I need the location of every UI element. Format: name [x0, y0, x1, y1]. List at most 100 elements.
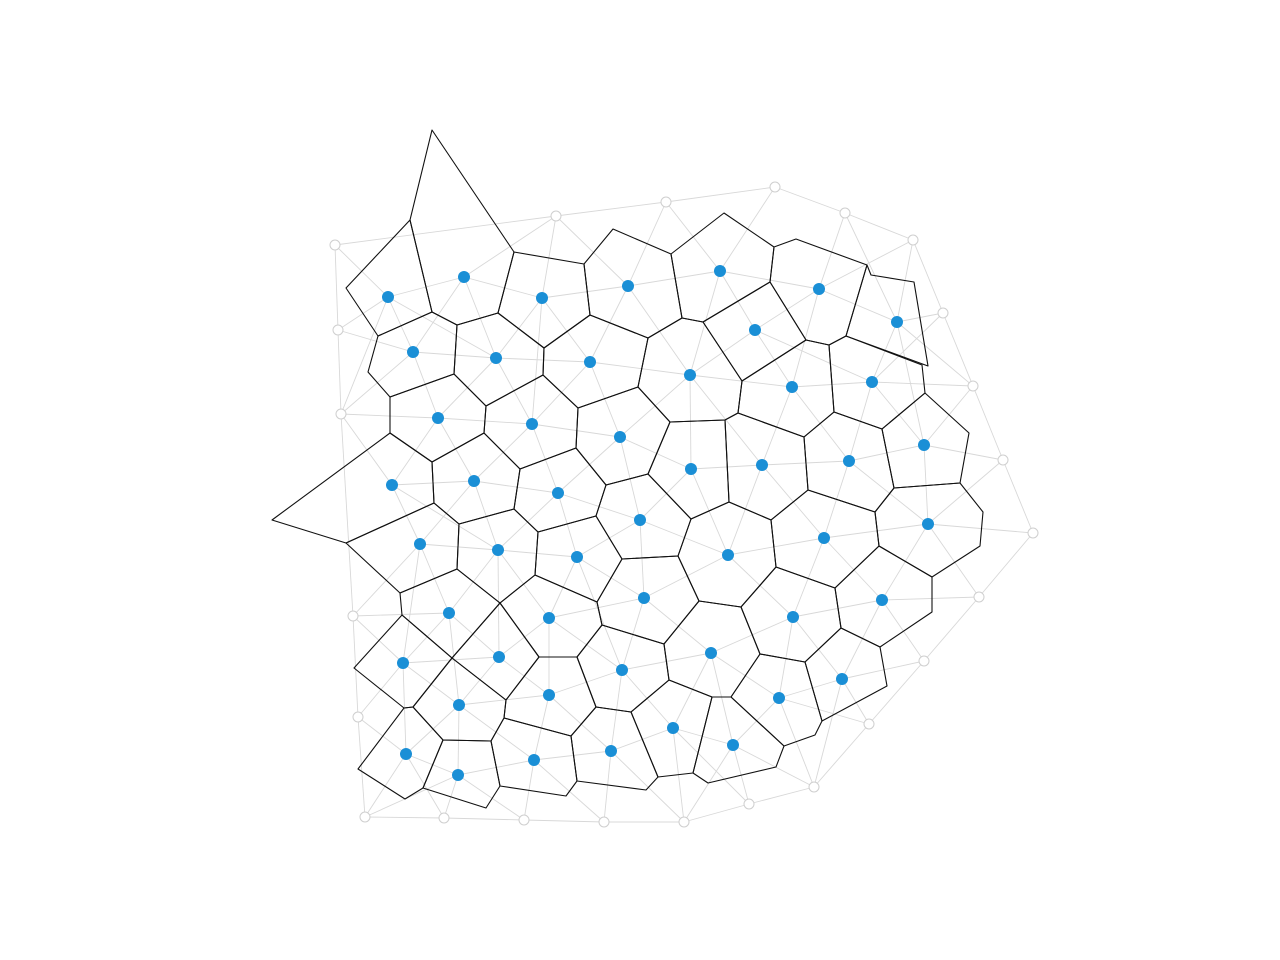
delaunay-edge — [334, 215, 557, 246]
delaunay-edge — [927, 523, 1034, 534]
delaunay-edge — [778, 697, 815, 788]
hull-vertex — [347, 610, 359, 622]
delaunay-edge — [923, 444, 1004, 461]
delaunay-edge — [923, 596, 980, 662]
delaunay-edge — [871, 381, 974, 387]
delaunay-edge — [391, 484, 499, 551]
delaunay-edge — [672, 727, 750, 805]
delaunay-edge — [927, 523, 980, 598]
hull-vertex — [997, 454, 1009, 466]
delaunay-edge — [896, 321, 925, 446]
site-point — [397, 657, 409, 669]
delaunay-edge — [871, 321, 898, 383]
hull-vertex — [335, 408, 347, 420]
site-point — [866, 376, 878, 388]
delaunay-edge — [732, 744, 750, 805]
delaunay-edge — [337, 329, 342, 415]
hull-vertex — [438, 812, 450, 824]
delaunay-edge — [672, 727, 734, 746]
site-point — [756, 459, 768, 471]
delaunay-edge — [437, 357, 497, 419]
delaunay-edge — [823, 537, 883, 601]
site-point — [891, 316, 903, 328]
delaunay-edge — [841, 599, 883, 680]
site-point — [400, 748, 412, 760]
delaunay-edge — [643, 597, 712, 654]
delaunay-edge — [412, 276, 465, 353]
delaunay-edge — [402, 543, 421, 664]
delaunay-edge — [683, 803, 750, 823]
delaunay-edge — [352, 612, 450, 617]
delaunay-edge — [871, 312, 944, 383]
site-point — [876, 594, 888, 606]
voronoi-cell — [271, 432, 435, 544]
delaunay-edge — [912, 239, 944, 314]
delaunay-edge — [778, 697, 870, 725]
hull-vertex — [660, 196, 672, 208]
delaunay-edge — [557, 436, 621, 494]
delaunay-edge — [665, 186, 776, 203]
site-point — [571, 551, 583, 563]
delaunay-edge — [792, 616, 843, 680]
delaunay-edge — [972, 385, 1004, 461]
delaunay-edge — [364, 774, 459, 818]
site-point — [543, 612, 555, 624]
hull-vertex — [678, 816, 690, 828]
voronoi-cells — [271, 129, 984, 809]
delaunay-edge — [334, 244, 339, 331]
site-point — [414, 538, 426, 550]
voronoi-cell — [345, 502, 460, 594]
site-point — [443, 607, 455, 619]
delaunay-edge — [792, 537, 825, 618]
site-point — [773, 692, 785, 704]
hull-vertex — [973, 591, 985, 603]
delaunay-edge — [541, 297, 591, 363]
delaunay-edge — [576, 556, 645, 599]
delaunay-edge — [690, 468, 729, 556]
site-point — [605, 745, 617, 757]
delaunay-edge — [610, 750, 685, 823]
delaunay-edge — [689, 329, 756, 376]
hull-vertex — [769, 181, 781, 193]
hull-vertex — [967, 380, 979, 392]
hull-vertex — [329, 239, 341, 251]
delaunay-edge — [497, 492, 559, 551]
delaunay-edge — [495, 297, 543, 359]
hull-vertex — [598, 816, 610, 828]
delaunay-edge — [792, 599, 883, 618]
delaunay-edge — [774, 186, 846, 214]
site-point — [453, 699, 465, 711]
delaunay-edge — [548, 617, 623, 671]
voronoi-cell — [409, 129, 515, 326]
voronoi-cell — [804, 627, 888, 722]
site-point — [468, 475, 480, 487]
site-point — [552, 487, 564, 499]
site-point — [492, 544, 504, 556]
delaunay-edge — [732, 744, 815, 788]
delaunay-edge — [841, 678, 870, 725]
site-point — [918, 439, 930, 451]
delaunay-edge — [533, 694, 550, 761]
site-point — [714, 265, 726, 277]
voronoi-cell — [451, 602, 540, 701]
delaunay-edge — [402, 662, 407, 755]
delaunay-edge — [610, 669, 623, 752]
delaunay-edge — [523, 819, 605, 823]
delaunay-edge — [531, 361, 591, 425]
delaunay-edge — [357, 716, 407, 755]
site-point — [584, 356, 596, 368]
delaunay-edge — [405, 753, 445, 819]
site-point — [614, 431, 626, 443]
delaunay-edge — [541, 285, 629, 299]
site-point — [705, 647, 717, 659]
site-point — [452, 769, 464, 781]
delaunay-edge — [364, 816, 445, 819]
voronoi-cell — [570, 706, 659, 791]
site-point — [843, 455, 855, 467]
delaunay-edge — [531, 423, 559, 494]
delaunay-edge — [727, 537, 825, 556]
delaunay-edge — [340, 413, 393, 486]
delaunay-edge — [391, 417, 439, 486]
site-point — [543, 689, 555, 701]
